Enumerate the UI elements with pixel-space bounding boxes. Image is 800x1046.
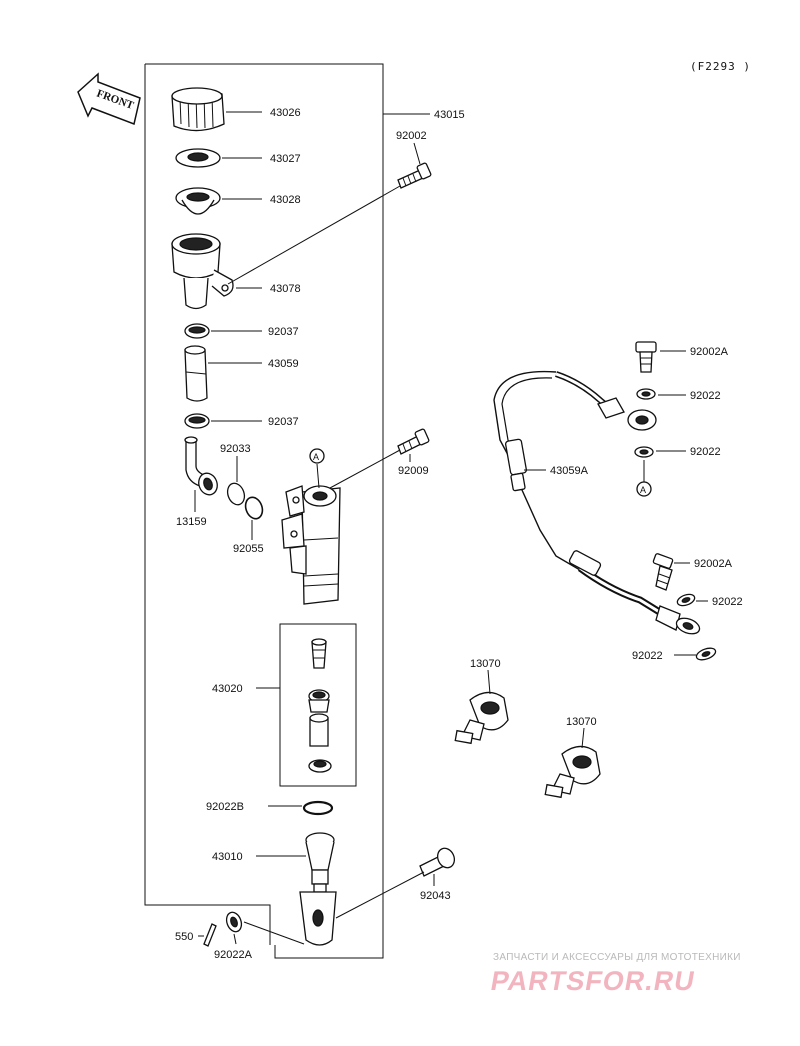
assembly-43015-frame bbox=[144, 63, 384, 959]
label-92043: 92043 bbox=[420, 890, 451, 902]
label-43028: 43028 bbox=[270, 194, 301, 206]
leader-washer-to-rod bbox=[243, 921, 305, 945]
callout-a-body: A bbox=[309, 448, 325, 464]
label-43059: 43059 bbox=[268, 358, 299, 370]
piston-kit-box bbox=[279, 623, 357, 787]
callout-a-body-label: A bbox=[313, 452, 319, 462]
label-92002: 92002 bbox=[396, 130, 427, 142]
label-550: 550 bbox=[175, 931, 193, 943]
brake-hose bbox=[493, 370, 701, 635]
leader-13070-left bbox=[487, 669, 491, 695]
front-arrow-icon: FRONT bbox=[77, 72, 141, 126]
label-92037-lower: 92037 bbox=[268, 416, 299, 428]
label-43020: 43020 bbox=[212, 683, 243, 695]
label-92037-upper: 92037 bbox=[268, 326, 299, 338]
leader-92043-to-rod bbox=[335, 871, 425, 919]
hose-clamp-upper bbox=[184, 323, 210, 339]
elbow-fitting bbox=[184, 436, 218, 496]
diagram-code: (F2293 ) bbox=[690, 60, 751, 73]
reservoir-hose bbox=[184, 345, 208, 402]
washer-bottom-1 bbox=[676, 593, 696, 607]
hose-clip-right bbox=[544, 745, 601, 799]
leader-92022a bbox=[233, 933, 237, 945]
label-92033: 92033 bbox=[220, 443, 251, 455]
bolt-92009 bbox=[397, 428, 430, 455]
callout-a-hose-label: A bbox=[640, 485, 646, 495]
label-43015: 43015 bbox=[434, 109, 465, 121]
label-43078: 43078 bbox=[270, 283, 301, 295]
cotter-pin bbox=[203, 923, 217, 947]
leader-13070-right bbox=[581, 727, 585, 749]
label-92022-bottom-2: 92022 bbox=[632, 650, 663, 662]
circlip-92033 bbox=[226, 482, 246, 506]
push-rod bbox=[299, 832, 337, 946]
label-92022-top-1: 92022 bbox=[690, 390, 721, 402]
hose-clamp-lower bbox=[184, 413, 210, 429]
label-92002a-top: 92002A bbox=[690, 346, 729, 358]
banjo-bolt-bottom bbox=[652, 553, 674, 591]
label-43059a: 43059A bbox=[550, 465, 589, 477]
label-92022a: 92022A bbox=[214, 949, 253, 961]
clevis-pin bbox=[419, 847, 456, 877]
label-43010: 43010 bbox=[212, 851, 243, 863]
label-92009: 92009 bbox=[398, 465, 429, 477]
callout-a-hose: A bbox=[636, 481, 652, 497]
label-92055: 92055 bbox=[233, 543, 264, 555]
diaphragm-plate bbox=[175, 148, 221, 168]
label-92022-top-2: 92022 bbox=[690, 446, 721, 458]
leader-callout-a bbox=[316, 463, 320, 489]
leader-43078-to-92002 bbox=[227, 185, 401, 285]
label-13070-left: 13070 bbox=[470, 658, 501, 670]
screw-92002 bbox=[397, 162, 432, 189]
washer-92022a bbox=[225, 911, 243, 933]
washer-top-2 bbox=[634, 446, 654, 458]
master-cylinder-body bbox=[281, 485, 341, 605]
label-92022b: 92022B bbox=[206, 801, 244, 813]
washer-bottom-2 bbox=[695, 647, 717, 661]
banjo-bolt-top bbox=[635, 341, 657, 373]
washer-top-1 bbox=[636, 388, 656, 400]
watermark-logo: PARTSFOR.RU bbox=[488, 966, 698, 996]
piston-kit-parts bbox=[308, 638, 332, 773]
reservoir-cap bbox=[171, 87, 225, 132]
reservoir bbox=[171, 233, 234, 310]
leader-92002 bbox=[413, 142, 421, 165]
watermark-tagline: ЗАПЧАСТИ И АКСЕССУАРЫ ДЛЯ МОТОТЕХНИКИ bbox=[493, 952, 741, 963]
label-92022-bottom-1: 92022 bbox=[712, 596, 743, 608]
leader-92009-to-body bbox=[329, 449, 401, 489]
label-13070-right: 13070 bbox=[566, 716, 597, 728]
diaphragm bbox=[175, 187, 221, 215]
hose-clip-left bbox=[454, 691, 509, 745]
o-ring-92055 bbox=[244, 496, 264, 520]
label-13159: 13159 bbox=[176, 516, 207, 528]
label-92002a-bottom: 92002A bbox=[694, 558, 733, 570]
circlip-92022b bbox=[302, 800, 334, 816]
label-43027: 43027 bbox=[270, 153, 301, 165]
label-43026: 43026 bbox=[270, 107, 301, 119]
